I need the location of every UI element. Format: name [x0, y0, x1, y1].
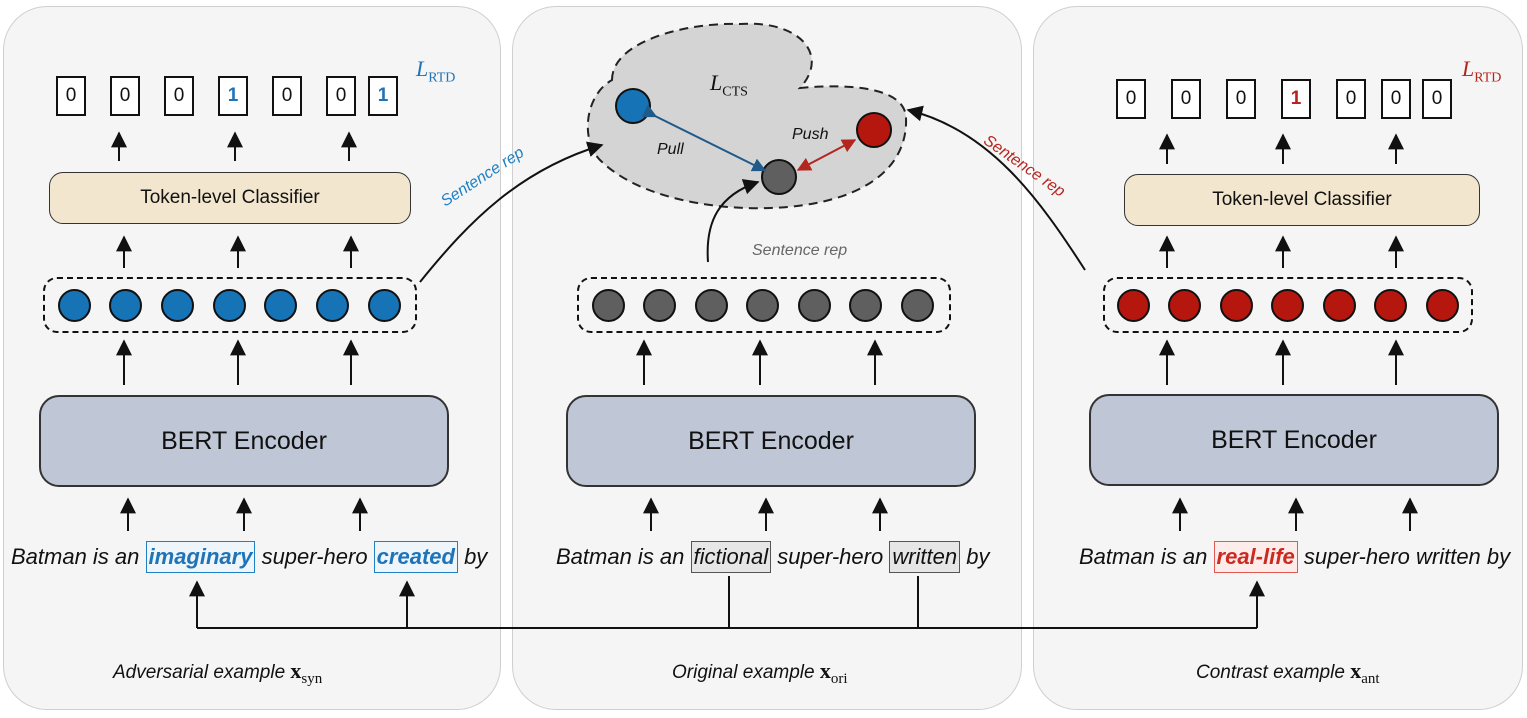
input-sentence: Batman is an fictional super-hero writte…: [556, 541, 989, 575]
rtd-label-box: 0: [110, 76, 140, 116]
token-embedding: [1323, 289, 1356, 322]
rtd-label-box: 0: [326, 76, 356, 116]
contrast-caption: Contrast example xant: [1196, 658, 1380, 687]
token-embeddings: [577, 277, 951, 333]
input-sentence: Batman is an imaginary super-hero create…: [11, 541, 487, 575]
token-embedding: [213, 289, 246, 322]
original-word: fictional: [690, 541, 772, 573]
original-rep-dot: [761, 159, 797, 195]
token-embedding: [592, 289, 625, 322]
token-embedding: [264, 289, 297, 322]
token-embedding: [1220, 289, 1253, 322]
substituted-word: imaginary: [145, 541, 256, 573]
token-embedding: [746, 289, 779, 322]
rtd-label-box: 0: [1116, 79, 1146, 119]
rtd-loss-label: LRTD: [1462, 56, 1502, 86]
token-embedding: [109, 289, 142, 322]
rtd-label-box: 1: [1281, 79, 1311, 119]
bert-encoder: BERT Encoder: [1089, 394, 1499, 486]
bert-encoder: BERT Encoder: [39, 395, 449, 487]
rtd-label-box: 1: [368, 76, 398, 116]
bert-encoder: BERT Encoder: [566, 395, 976, 487]
cts-loss-label: LCTS: [710, 70, 748, 100]
rtd-label-box: 0: [1226, 79, 1256, 119]
antonym-word: real-life: [1213, 541, 1298, 573]
token-embedding: [1271, 289, 1304, 322]
rtd-loss-label: LRTD: [416, 56, 456, 86]
token-embedding: [1374, 289, 1407, 322]
token-embedding: [161, 289, 194, 322]
token-embedding: [1168, 289, 1201, 322]
token-embedding: [695, 289, 728, 322]
rtd-label-box: 0: [1171, 79, 1201, 119]
original-caption: Original example xori: [672, 658, 848, 687]
token-embedding: [798, 289, 831, 322]
token-embedding: [643, 289, 676, 322]
token-embeddings: [43, 277, 417, 333]
substituted-word: created: [373, 541, 458, 573]
token-classifier: Token-level Classifier: [1124, 174, 1480, 226]
rtd-label-box: 0: [1422, 79, 1452, 119]
token-embedding: [316, 289, 349, 322]
rtd-label-box: 0: [1381, 79, 1411, 119]
rtd-label-box: 0: [56, 76, 86, 116]
contrast-panel: [1033, 6, 1523, 710]
contrast-rep-dot: [856, 112, 892, 148]
rtd-label-box: 0: [1336, 79, 1366, 119]
rtd-label-box: 0: [164, 76, 194, 116]
token-embedding: [1117, 289, 1150, 322]
token-classifier: Token-level Classifier: [49, 172, 411, 224]
adversarial-panel: [3, 6, 501, 710]
rtd-label-box: 1: [218, 76, 248, 116]
push-label: Push: [792, 126, 829, 143]
adversarial-caption: Adversarial example xsyn: [113, 658, 323, 687]
token-embedding: [1426, 289, 1459, 322]
token-embeddings: [1103, 277, 1473, 333]
token-embedding: [901, 289, 934, 322]
token-embedding: [849, 289, 882, 322]
token-embedding: [58, 289, 91, 322]
token-embedding: [368, 289, 401, 322]
original-word: written: [889, 541, 961, 573]
rtd-label-box: 0: [272, 76, 302, 116]
input-sentence: Batman is an real-life super-hero writte…: [1079, 541, 1510, 575]
sentence-rep-label: Sentence rep: [752, 242, 848, 259]
